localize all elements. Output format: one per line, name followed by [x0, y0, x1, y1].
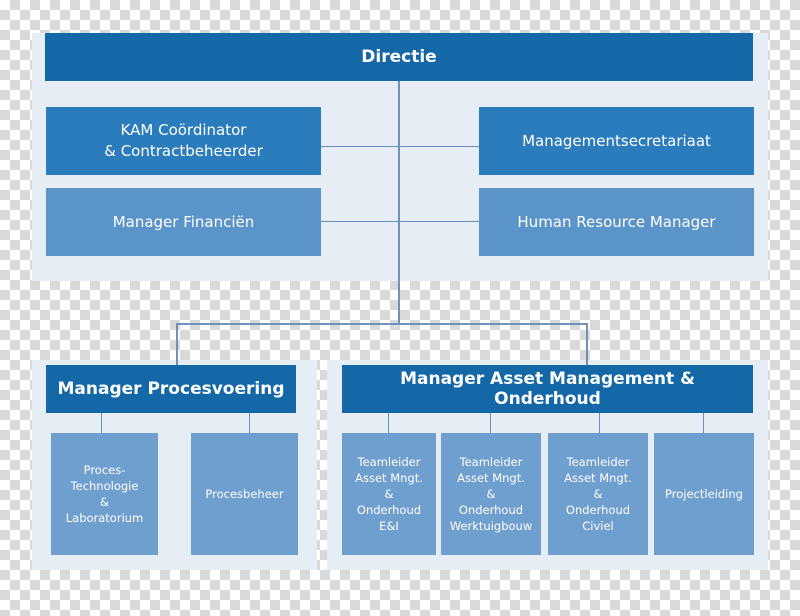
connector-main-vertical [398, 81, 400, 324]
connector-proc-child-1 [101, 413, 102, 433]
teamleider-civiel-box: Teamleider Asset Mngt. & Onderhoud Civie… [548, 433, 648, 555]
managementsecretariaat-box: Managementsecretariaat [479, 107, 754, 175]
connector-asset-child-4 [703, 413, 704, 433]
teamleider-werktuigbouw-box: Teamleider Asset Mngt. & Onderhoud Werkt… [441, 433, 541, 555]
connector-asset-child-3 [599, 413, 600, 433]
directie-box: Directie [45, 33, 753, 81]
human-resource-manager-box: Human Resource Manager [479, 188, 754, 256]
kam-coordinator-box: KAM Coördinator & Contractbeheerder [46, 107, 321, 175]
manager-financien-box: Manager Financiën [46, 188, 321, 256]
connector-asset-child-1 [388, 413, 389, 433]
connector-staff-left [320, 146, 480, 147]
procesbeheer-box: Procesbeheer [191, 433, 298, 555]
connector-branch-left [176, 323, 178, 365]
proces-technologie-box: Proces- Technologie & Laboratorium [51, 433, 158, 555]
connector-proc-child-2 [249, 413, 250, 433]
connector-branch-right [586, 323, 588, 365]
connector-asset-child-2 [490, 413, 491, 433]
projectleiding-box: Projectleiding [654, 433, 754, 555]
connector-staff-right [320, 221, 480, 222]
manager-procesvoering-box: Manager Procesvoering [46, 365, 296, 413]
connector-branch-horizontal [176, 323, 588, 325]
manager-asset-management-box: Manager Asset Management & Onderhoud [342, 365, 753, 413]
teamleider-ei-box: Teamleider Asset Mngt. & Onderhoud E&I [342, 433, 436, 555]
